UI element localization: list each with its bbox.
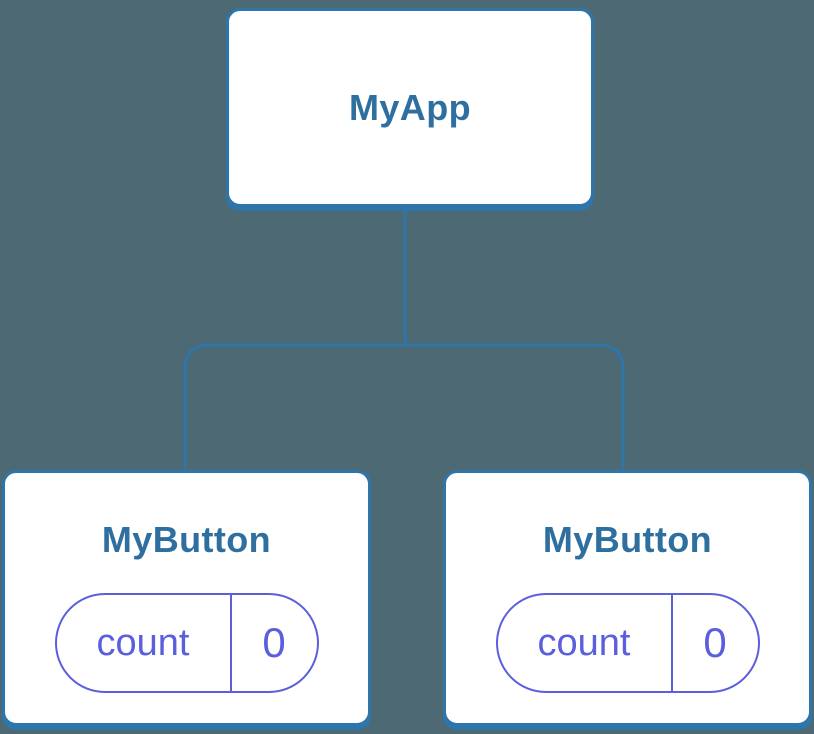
state-pill-1-value: 0 [229,595,317,691]
state-pill-1-name: count [96,621,190,664]
node-mybutton-1-label: MyButton [101,519,272,560]
node-mybutton-1: MyButton count 0 [2,470,371,726]
node-mybutton-2-label: MyButton [542,519,713,560]
node-mybutton-2: MyButton count 0 [443,470,812,726]
node-myapp: MyApp [226,8,594,207]
branch-bracket-line [183,343,625,472]
node-myapp-label: MyApp [349,87,471,128]
state-pill-2-name: count [537,621,631,664]
state-pill-2-value: 0 [670,595,758,691]
state-pill-1: count 0 [54,593,319,693]
state-pill-2: count 0 [495,593,760,693]
